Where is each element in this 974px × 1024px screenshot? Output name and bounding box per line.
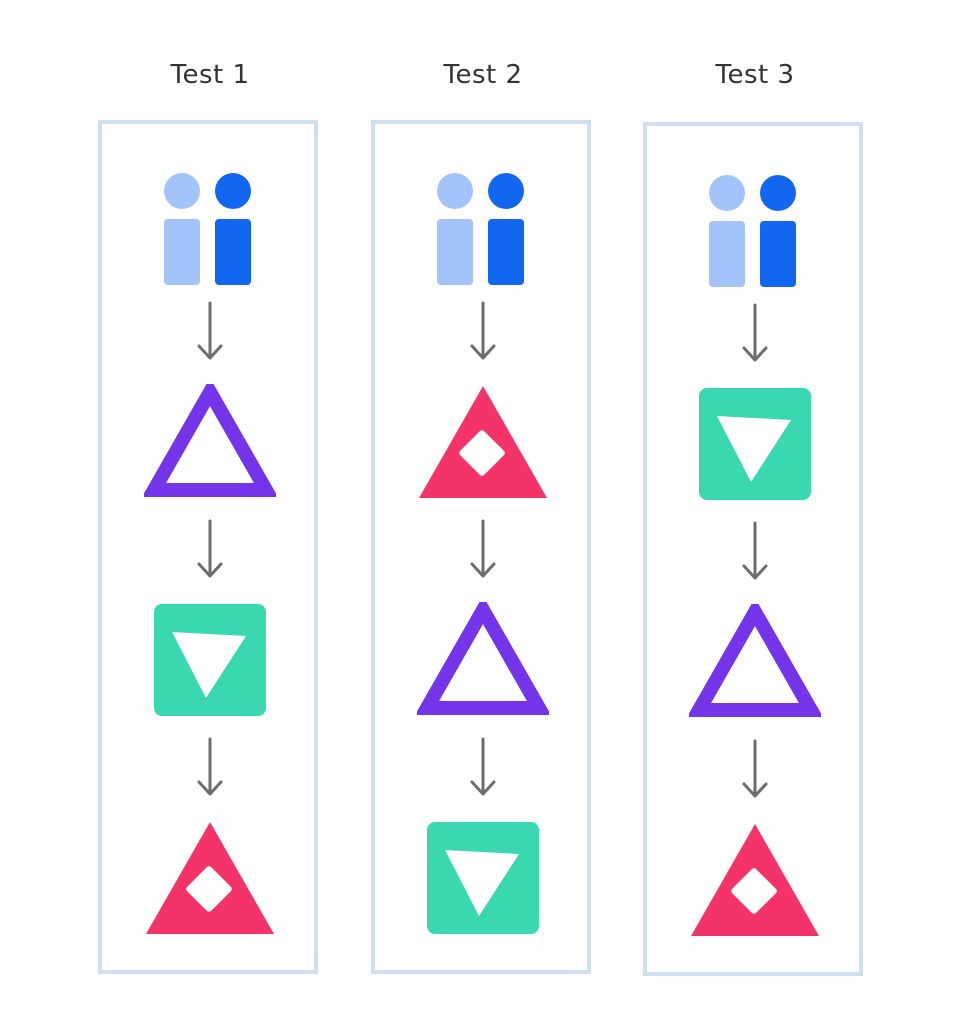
pink-triangle-icon [144, 820, 276, 936]
arrow-down-icon [468, 519, 498, 581]
arrow-down-icon [740, 739, 770, 801]
purple-triangle-icon [689, 604, 821, 720]
arrow-down-icon [195, 519, 225, 581]
arrow-down-icon [740, 521, 770, 583]
test-column-frame [371, 120, 591, 974]
purple-triangle-icon [144, 384, 276, 500]
arrow-down-icon [468, 737, 498, 799]
arrow-down-icon [195, 737, 225, 799]
pink-triangle-icon [689, 822, 821, 938]
green-square-icon [425, 820, 541, 936]
users-icon [162, 171, 258, 289]
arrow-down-icon [468, 301, 498, 363]
column-title: Test 2 [443, 60, 523, 90]
test-column-frame [98, 120, 318, 974]
arrow-down-icon [740, 303, 770, 365]
column-title: Test 1 [170, 60, 250, 90]
pink-triangle-icon [417, 384, 549, 500]
purple-triangle-icon [417, 602, 549, 718]
green-square-icon [697, 386, 813, 502]
green-square-icon [152, 602, 268, 718]
users-icon [435, 171, 531, 289]
users-icon [707, 173, 803, 291]
arrow-down-icon [195, 301, 225, 363]
test-column-frame [643, 122, 863, 976]
column-title: Test 3 [715, 60, 795, 90]
